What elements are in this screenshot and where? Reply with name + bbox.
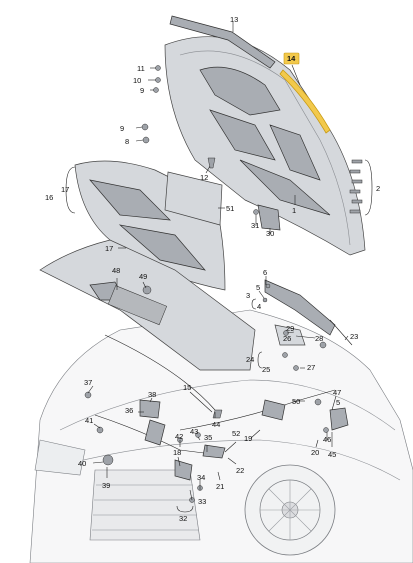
label-35: 35: [204, 433, 212, 442]
part-labels: 13 14 11 10 9 9 8 12 1 2 17 16 51 31 30 …: [45, 15, 380, 523]
label-13: 13: [230, 15, 238, 24]
label-31: 31: [251, 221, 259, 230]
label-28: 28: [315, 334, 323, 343]
label-38: 38: [148, 390, 156, 399]
label-37: 37: [84, 378, 92, 387]
leader-lines: [65, 22, 373, 513]
label-15: 15: [183, 383, 191, 392]
label-19: 19: [244, 434, 252, 443]
label-46: 46: [323, 435, 331, 444]
plenum-panel: [39, 239, 256, 371]
label-5a: 5: [256, 283, 260, 292]
wheel: [244, 464, 336, 556]
label-8: 8: [125, 137, 129, 146]
label-14: 14: [287, 54, 296, 63]
label-26: 26: [283, 334, 291, 343]
label-12: 12: [200, 173, 208, 182]
label-48: 48: [112, 266, 120, 275]
label-33: 33: [198, 497, 206, 506]
label-47: 47: [333, 388, 341, 397]
label-20: 20: [311, 448, 319, 457]
label-22: 22: [236, 466, 244, 475]
label-27: 27: [307, 363, 315, 372]
label-18: 18: [173, 448, 181, 457]
label-44: 44: [212, 420, 220, 429]
lock-parts: [84, 391, 349, 503]
label-4: 4: [257, 302, 261, 311]
label-5b: 5: [336, 398, 340, 407]
label-25: 25: [262, 365, 270, 374]
label-11: 11: [137, 64, 145, 73]
label-1: 1: [292, 206, 296, 215]
label-17b: 17: [105, 244, 113, 253]
label-34: 34: [197, 473, 205, 482]
label-10: 10: [133, 76, 141, 85]
label-43: 43: [190, 427, 198, 436]
hinge-assembly: [262, 279, 353, 371]
hood-release-cable: [94, 334, 336, 456]
label-41: 41: [85, 416, 93, 425]
label-42: 42: [175, 432, 183, 441]
label-30: 30: [266, 229, 274, 238]
label-50: 50: [292, 397, 300, 406]
car-body: [29, 309, 413, 563]
label-29: 29: [286, 324, 294, 333]
label-40: 40: [78, 459, 86, 468]
label-6: 6: [263, 268, 267, 277]
label-23: 23: [350, 332, 358, 341]
label-16: 16: [45, 193, 53, 202]
grille: [89, 469, 201, 541]
label-24: 24: [246, 355, 254, 364]
label-17a: 17: [61, 185, 69, 194]
pad-51: [164, 171, 223, 226]
hood-seal-13: [169, 15, 276, 69]
label-21: 21: [216, 482, 224, 491]
label-36: 36: [125, 406, 133, 415]
hood: [164, 36, 366, 256]
label-9b: 9: [120, 124, 124, 133]
label-52: 52: [232, 429, 240, 438]
label-49: 49: [139, 272, 147, 281]
bracket-30: [257, 204, 281, 231]
clip-set-2: [349, 159, 363, 214]
label-32: 32: [179, 514, 187, 523]
highlighted-seal-14: [279, 69, 331, 134]
label-9a: 9: [140, 86, 144, 95]
label-3: 3: [246, 291, 250, 300]
label-51: 51: [226, 204, 234, 213]
label-45: 45: [328, 450, 336, 459]
label-39: 39: [102, 481, 110, 490]
label-2: 2: [376, 184, 380, 193]
